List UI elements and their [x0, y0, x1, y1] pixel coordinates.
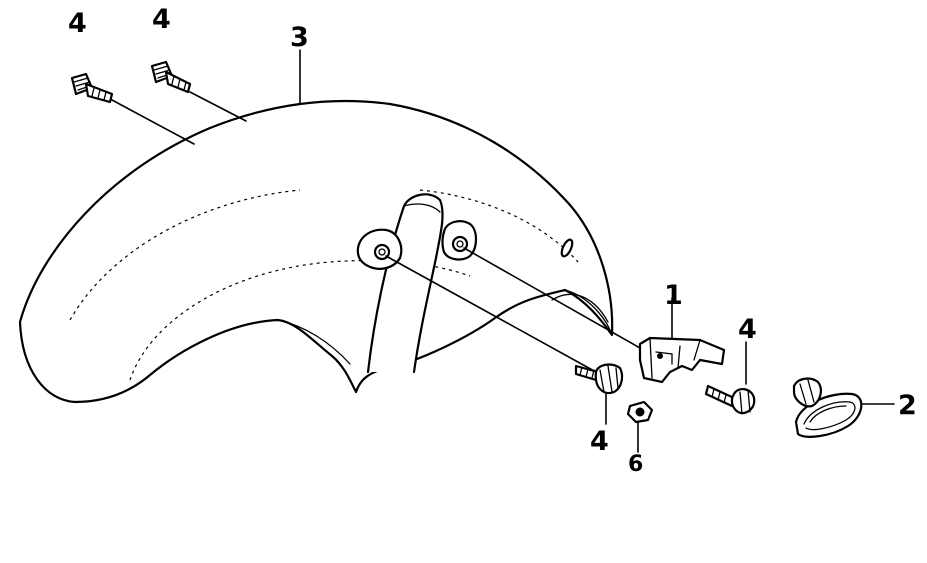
bolt-icon	[704, 384, 756, 415]
callout-nut: 6	[628, 452, 644, 477]
nut-icon	[626, 400, 654, 424]
callout-fastener-bottom: 4	[590, 426, 609, 457]
callout-bracket: 1	[664, 280, 683, 311]
reflector-icon	[792, 377, 863, 438]
callout-fender: 3	[290, 22, 309, 53]
callout-fastener-top-center: 4	[152, 4, 171, 35]
callout-fastener-right: 4	[738, 314, 757, 345]
bolt-icon	[150, 60, 192, 94]
callout-reflector: 2	[898, 390, 917, 421]
front-fender-icon	[18, 99, 614, 404]
callout-fastener-top-left: 4	[68, 8, 87, 39]
leader-lines	[111, 49, 895, 453]
bracket-icon	[638, 336, 726, 384]
bolt-icon	[70, 72, 114, 104]
bolt-icon	[574, 363, 624, 395]
